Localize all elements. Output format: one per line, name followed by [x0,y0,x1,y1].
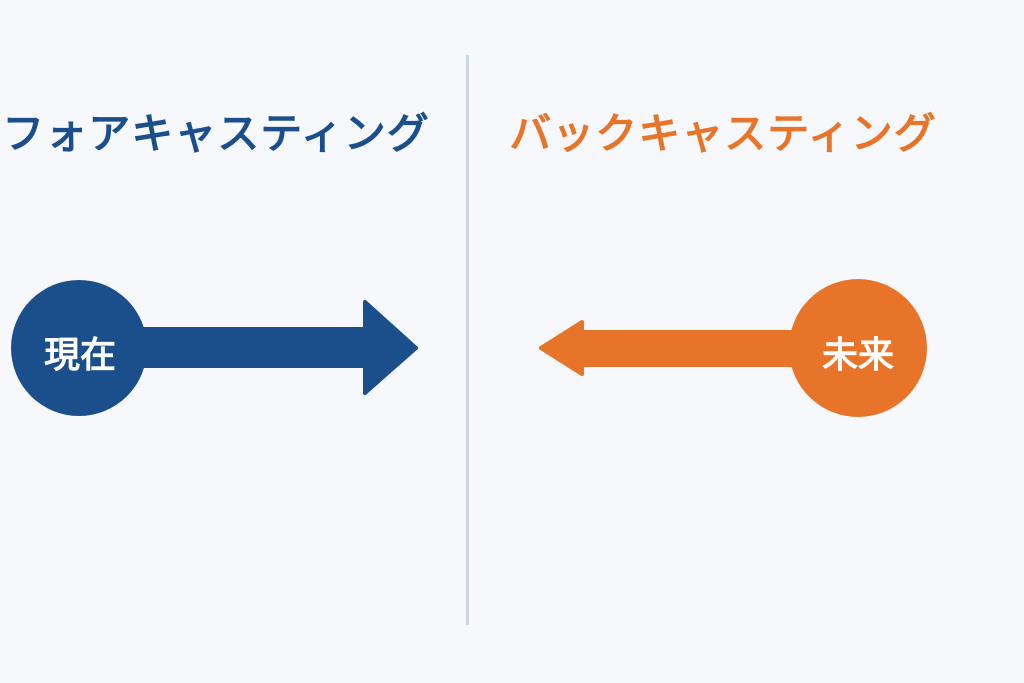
future-label: 未来 [821,335,894,376]
forecast-arrow [11,280,418,416]
future-circle [789,279,927,417]
divider [466,55,469,625]
forecast-arrow-shaft [130,327,375,368]
forecast-arrow-head [363,300,418,395]
forecasting-title: フォアキャスティング [2,109,430,158]
backcast-arrow-shaft [570,330,810,367]
backcast-arrow [539,279,927,417]
backcast-arrow-head [539,320,584,376]
present-label: 現在 [43,335,116,376]
backcasting-title: バックキャスティング [509,109,937,158]
present-circle [11,280,147,416]
